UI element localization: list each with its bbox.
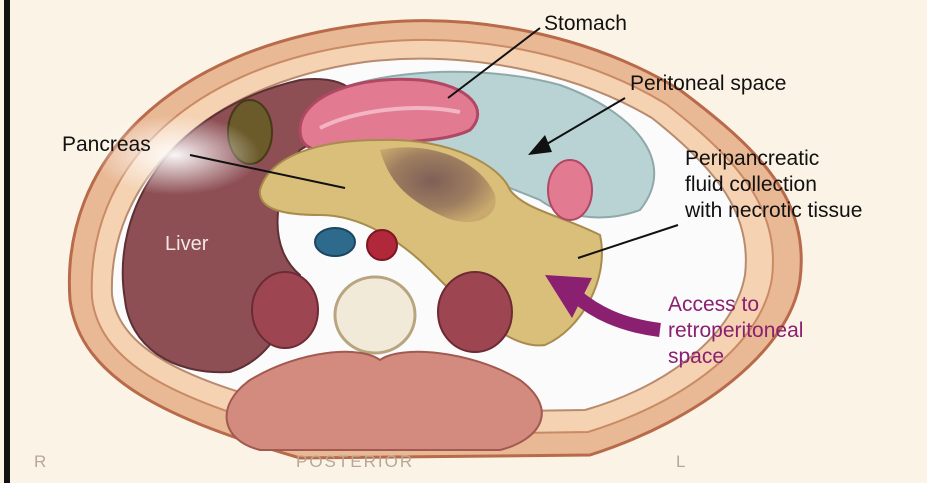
vertebral-body bbox=[335, 277, 415, 353]
fluid-line-3: with necrotic tissue bbox=[685, 198, 862, 224]
label-liver: Liver bbox=[165, 232, 208, 256]
label-peritoneal-space: Peritoneal space bbox=[630, 72, 786, 96]
access-line-2: retroperitoneal bbox=[668, 318, 803, 344]
label-pancreas: Pancreas bbox=[62, 133, 151, 157]
access-line-3: space bbox=[668, 344, 803, 370]
access-line-1: Access to bbox=[668, 292, 803, 318]
inferior-vena-cava bbox=[315, 228, 355, 256]
left-kidney bbox=[438, 272, 512, 352]
fluid-line-2: fluid collection bbox=[685, 172, 862, 198]
right-kidney bbox=[252, 272, 318, 348]
orientation-right: R bbox=[34, 452, 48, 472]
aorta bbox=[367, 230, 397, 260]
label-stomach: Stomach bbox=[544, 12, 627, 36]
spleen bbox=[548, 160, 592, 220]
orientation-posterior: POSTERIOR bbox=[296, 452, 414, 472]
label-peripancreatic-fluid: Peripancreatic fluid collection with nec… bbox=[685, 146, 862, 224]
label-access-retroperitoneal: Access to retroperitoneal space bbox=[668, 292, 803, 370]
fluid-line-1: Peripancreatic bbox=[685, 146, 862, 172]
orientation-left: L bbox=[676, 452, 687, 472]
